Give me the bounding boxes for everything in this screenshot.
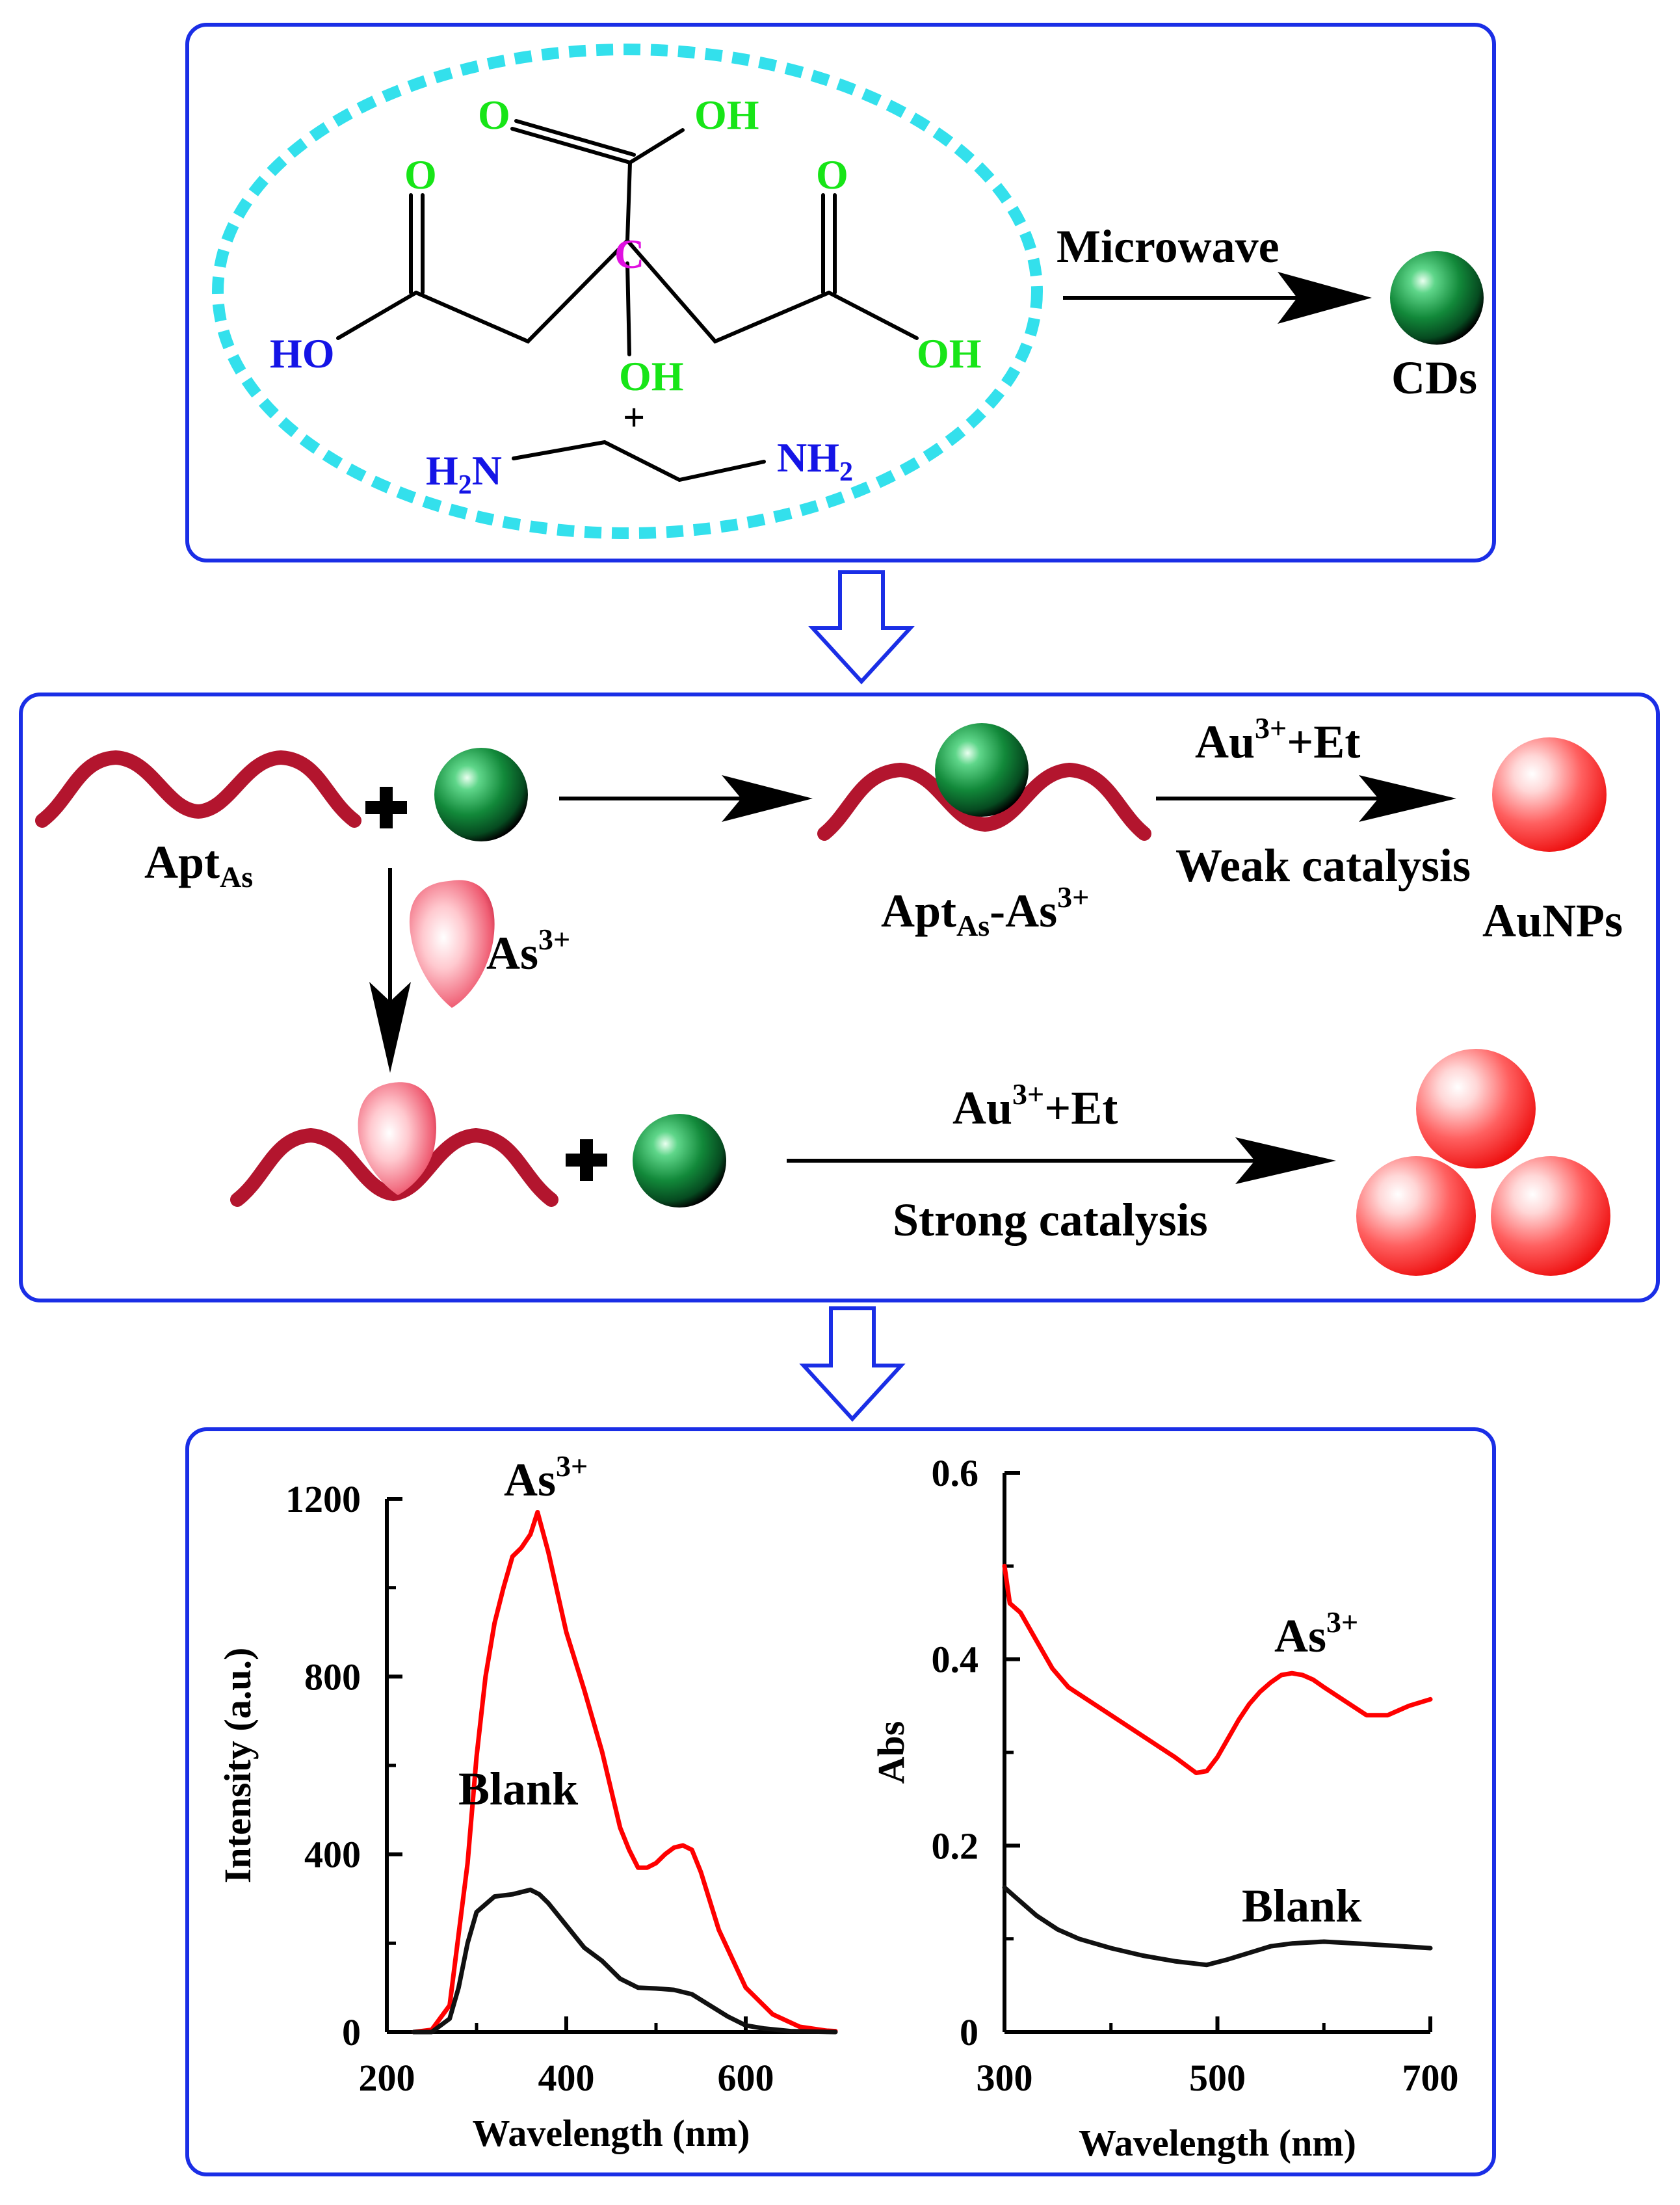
binding-arrowhead bbox=[722, 775, 813, 822]
y-tick-label: 0 bbox=[342, 2011, 361, 2053]
x-tick-label: 200 bbox=[359, 2057, 415, 2099]
series-line-blank bbox=[411, 1887, 838, 2035]
atom-oh-top: OH bbox=[694, 92, 759, 138]
plus-sign-2 bbox=[566, 1139, 607, 1181]
y-tick-label: 800 bbox=[304, 1656, 361, 1698]
series-label-blank: Blank bbox=[458, 1763, 578, 1815]
x-axis-label: Wavelength (nm) bbox=[473, 2112, 750, 2154]
aptamer-as-bound bbox=[230, 1128, 558, 1207]
plus-sign-reactants: + bbox=[623, 396, 645, 439]
cds-label: CDs bbox=[1391, 352, 1477, 404]
synthesis-panel bbox=[185, 23, 1496, 562]
x-tick-label: 600 bbox=[718, 2057, 774, 2099]
apt-as-label: AptAs bbox=[144, 836, 253, 893]
au-et-bottom-label: Au3++Et bbox=[952, 1077, 1118, 1134]
strong-catalysis-label: Strong catalysis bbox=[893, 1194, 1208, 1246]
series-line-as bbox=[411, 1510, 838, 2035]
as-ion-drop bbox=[409, 880, 495, 1008]
aunps-label: AuNPs bbox=[1482, 895, 1623, 947]
hollow-arrow-down-2 bbox=[799, 1306, 906, 1422]
atom-o-left: O bbox=[404, 152, 437, 198]
as-ion-drop-bound bbox=[358, 1082, 436, 1195]
x-tick-label: 500 bbox=[1189, 2057, 1246, 2099]
aunp-cluster-left bbox=[1356, 1156, 1476, 1276]
atom-c-center: C bbox=[614, 231, 644, 277]
au-et-top-label: Au3++Et bbox=[1195, 711, 1360, 768]
atom-oh-right: OH bbox=[917, 330, 982, 376]
aptamer-complex bbox=[817, 762, 1151, 841]
x-tick-label: 700 bbox=[1402, 2057, 1459, 2099]
charts-panel bbox=[185, 1427, 1496, 2176]
atom-nh2: NH2 bbox=[777, 434, 853, 487]
atom-o-right: O bbox=[816, 152, 848, 198]
microwave-arrowhead bbox=[1278, 272, 1372, 324]
x-axis-label: Wavelength (nm) bbox=[1079, 2122, 1356, 2164]
x-tick-label: 400 bbox=[538, 2057, 595, 2099]
atom-o-top: O bbox=[478, 92, 510, 138]
cd-sphere-bound bbox=[935, 723, 1029, 817]
weak-catalysis-label: Weak catalysis bbox=[1175, 839, 1471, 891]
citric-acid-bonds bbox=[336, 119, 919, 482]
y-axis-label: Abs bbox=[870, 1721, 912, 1784]
y-tick-label: 0.2 bbox=[932, 1825, 979, 1867]
series-label-blank: Blank bbox=[1242, 1880, 1361, 1932]
weak-arrowhead bbox=[1359, 775, 1456, 822]
y-tick-label: 400 bbox=[304, 1834, 361, 1876]
y-tick-label: 0 bbox=[960, 2011, 978, 2053]
atom-h2n: H2N bbox=[426, 447, 502, 500]
plus-sign-1 bbox=[365, 787, 407, 828]
apt-as-complex-label: AptAs-As3+ bbox=[881, 880, 1089, 942]
as-addition-arrowhead bbox=[369, 982, 411, 1073]
aptamer-free bbox=[35, 750, 361, 828]
cd-sphere-1 bbox=[434, 748, 528, 841]
microwave-label: Microwave bbox=[1057, 220, 1280, 272]
x-tick-label: 300 bbox=[977, 2057, 1033, 2099]
as3-ion-label: As3+ bbox=[486, 923, 570, 979]
strong-arrowhead bbox=[1235, 1137, 1336, 1184]
cd-sphere-free bbox=[633, 1114, 726, 1208]
y-tick-label: 0.4 bbox=[932, 1639, 979, 1681]
aunp-cluster-top bbox=[1416, 1049, 1536, 1169]
cd-sphere-product bbox=[1390, 251, 1484, 345]
hollow-arrow-down-1 bbox=[808, 570, 915, 685]
series-label-as: As3+ bbox=[504, 1449, 588, 1506]
mechanism-panel bbox=[19, 693, 1660, 1302]
y-tick-label: 0.6 bbox=[932, 1452, 979, 1494]
y-tick-label: 1200 bbox=[285, 1478, 361, 1520]
series-label-as: As3+ bbox=[1274, 1605, 1358, 1662]
atom-ho-left: HO bbox=[270, 330, 335, 376]
series-line-blank bbox=[1002, 1885, 1433, 1968]
reactant-ring bbox=[212, 44, 1043, 539]
series-line-as bbox=[1002, 1563, 1433, 1775]
aunp-cluster-right bbox=[1491, 1156, 1610, 1276]
aunp-single bbox=[1492, 737, 1607, 852]
atom-oh-center: OH bbox=[619, 353, 684, 399]
y-axis-label: Intensity (a.u.) bbox=[217, 1648, 259, 1884]
